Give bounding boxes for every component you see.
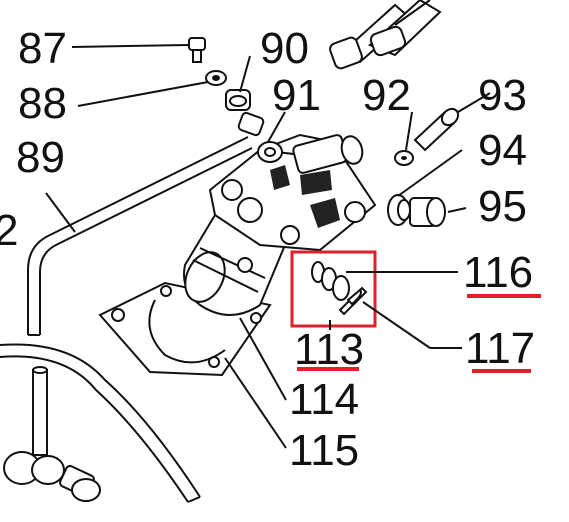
label-2: 2 <box>0 206 18 255</box>
label-88: 88 <box>18 79 67 128</box>
bolt-93 <box>413 107 460 152</box>
highlight-underlines <box>297 294 541 373</box>
label-89: 89 <box>16 133 65 182</box>
hose-fittings <box>329 0 442 70</box>
seal-94 <box>387 194 411 226</box>
label-92: 92 <box>362 71 411 120</box>
part-labels: 87 88 89 2 90 91 92 93 94 95 116 117 113… <box>0 24 535 475</box>
lower-rod <box>0 343 201 503</box>
label-116: 116 <box>463 248 533 297</box>
pin-117 <box>338 286 368 316</box>
o-rings-116 <box>311 261 350 301</box>
banjo-fitting <box>225 89 283 163</box>
label-93: 93 <box>478 71 527 120</box>
ball-joint-link <box>3 366 101 502</box>
plug-95 <box>409 197 446 227</box>
highlight-box <box>290 250 377 328</box>
label-115: 115 <box>289 426 359 475</box>
control-rod <box>27 136 253 336</box>
label-94: 94 <box>478 126 527 175</box>
valve-assembly <box>183 133 377 316</box>
label-114: 114 <box>289 375 359 424</box>
washer-92 <box>394 150 414 166</box>
screw-87 <box>188 37 206 63</box>
label-117: 117 <box>465 324 535 373</box>
label-95: 95 <box>478 182 527 231</box>
label-90: 90 <box>260 24 309 73</box>
label-87: 87 <box>18 24 67 73</box>
label-91: 91 <box>272 71 321 120</box>
washer-88 <box>205 70 227 86</box>
leader-lines <box>45 44 491 449</box>
label-113: 113 <box>294 325 364 374</box>
